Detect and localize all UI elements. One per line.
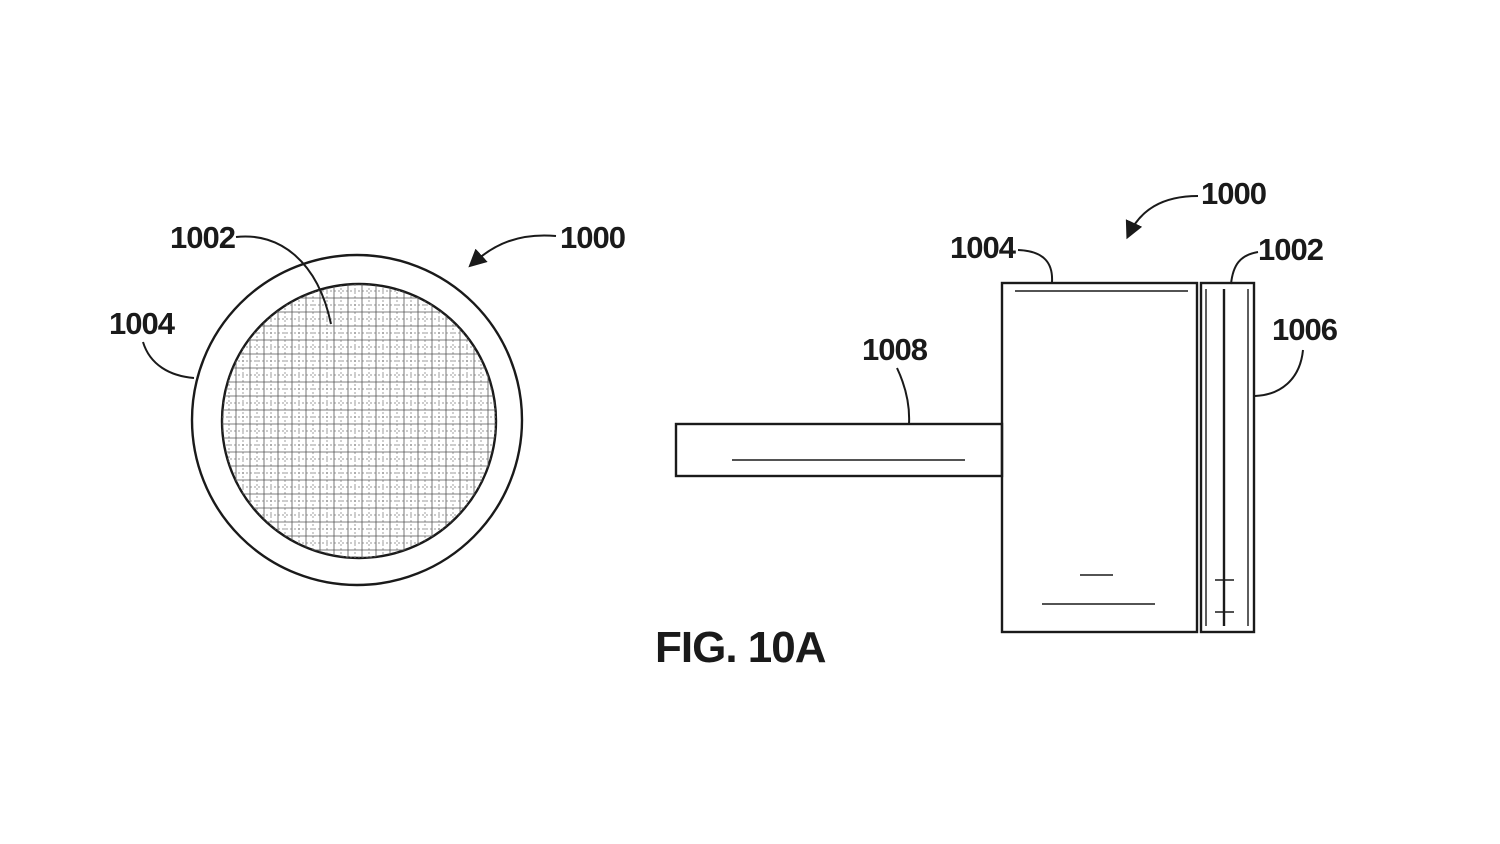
label-1002-side: 1002 — [1258, 232, 1323, 267]
label-1000-side: 1000 — [1201, 176, 1266, 211]
label-1004-front: 1004 — [109, 306, 176, 341]
handle-1008 — [674, 422, 1004, 478]
label-1006: 1006 — [1272, 312, 1338, 347]
label-1004-side: 1004 — [950, 230, 1017, 265]
arrow-1000-side — [1125, 195, 1199, 240]
mesh-grid — [222, 284, 496, 558]
leader-1006 — [1254, 349, 1304, 397]
arrow-1000-front — [468, 234, 557, 268]
leader-1002-side — [1230, 251, 1259, 285]
plate-1006 — [1199, 281, 1256, 634]
front-view: 1002 1004 1000 — [109, 220, 626, 587]
leader-1002-front — [235, 235, 332, 325]
label-1000-front: 1000 — [560, 220, 625, 255]
outer-ring-1004 — [190, 253, 524, 587]
figure-caption: FIG. 10A — [655, 623, 826, 672]
leader-1008 — [896, 367, 911, 425]
leader-1004-side — [1017, 249, 1054, 283]
label-1008: 1008 — [862, 332, 928, 367]
label-1002-front: 1002 — [170, 220, 235, 255]
body-1004 — [1000, 281, 1199, 634]
mesh-boundary-1002 — [220, 282, 498, 560]
side-view: 1000 1004 1002 1006 1008 — [674, 176, 1339, 634]
leader-1004-front — [142, 341, 195, 379]
